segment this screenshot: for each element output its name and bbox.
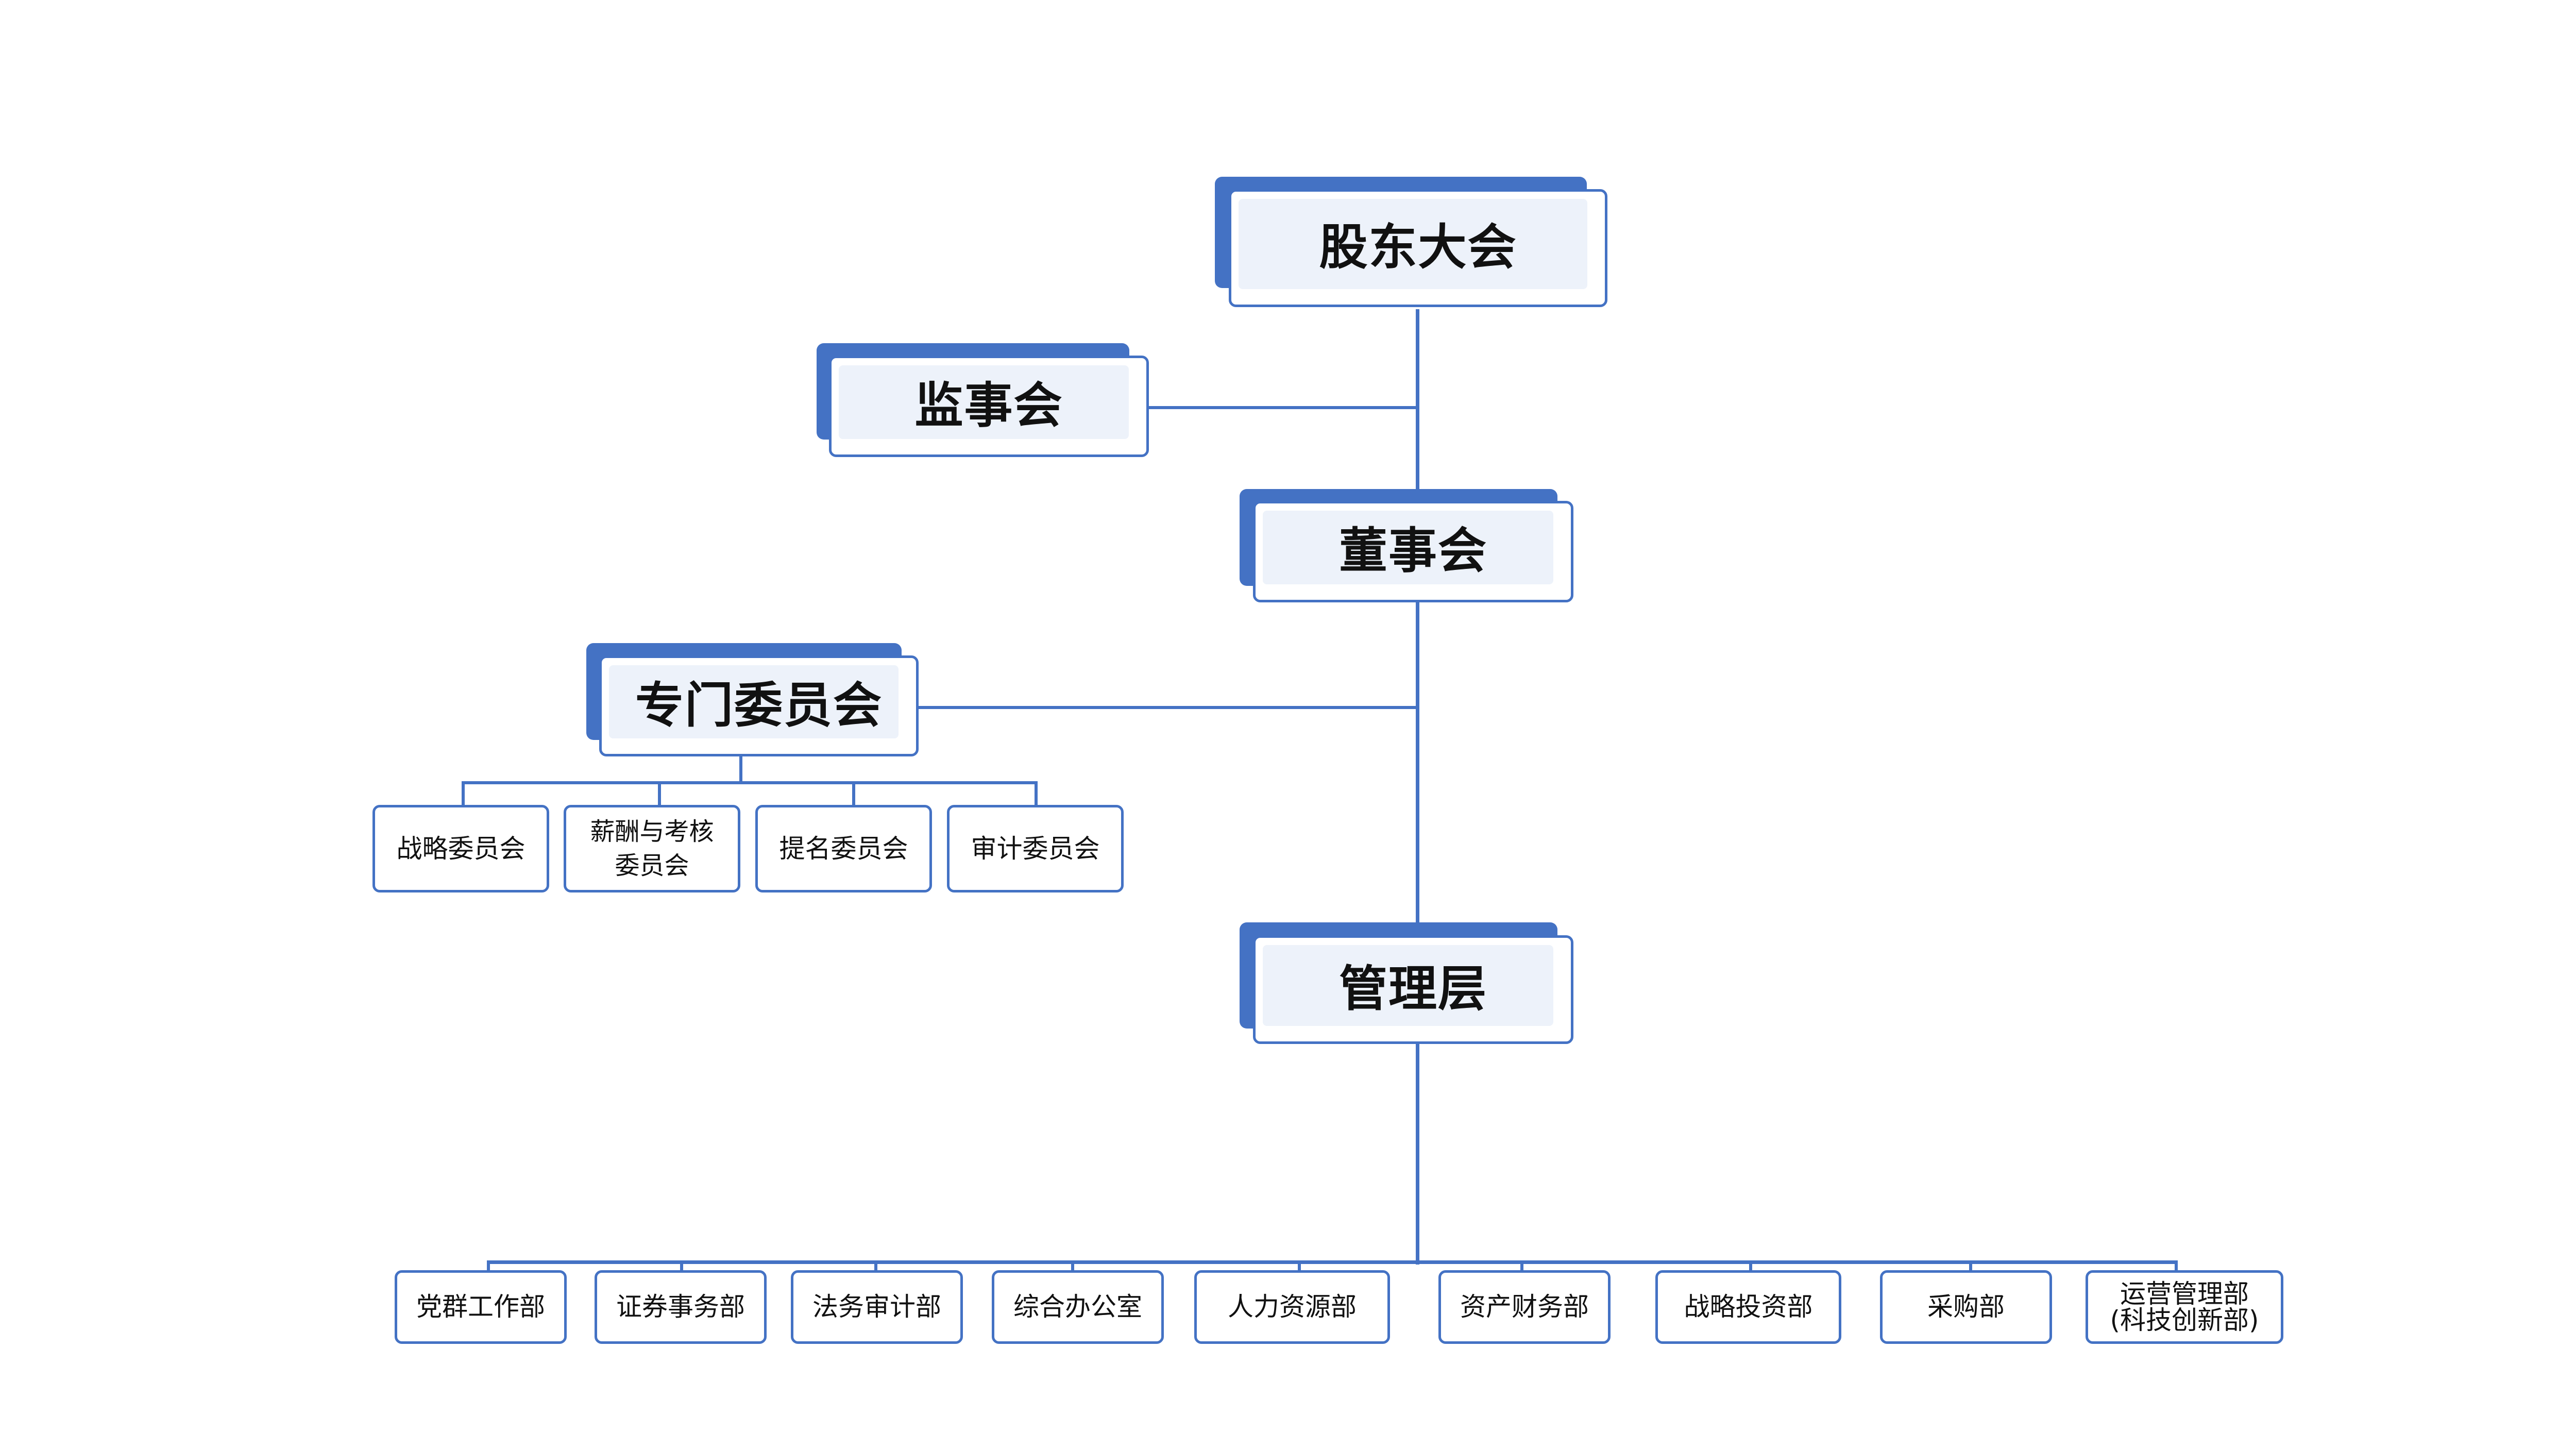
department-label-1: 党群工作部: [416, 1292, 545, 1322]
management-box: 管理层: [1253, 935, 1573, 1044]
connector-committee-drop-3: [852, 781, 855, 805]
department-box-3: 法务审计部: [791, 1270, 963, 1344]
department-box-8: 采购部: [1880, 1270, 2052, 1344]
board-box: 董事会: [1253, 501, 1573, 602]
connector-committee-drop-2: [658, 781, 661, 805]
committee-box: 专门委员会: [599, 655, 919, 756]
department-box-6: 资产财务部: [1438, 1270, 1611, 1344]
department-label-8: 采购部: [1927, 1292, 2005, 1322]
management-label: 管理层: [1338, 961, 1487, 1018]
shareholders-label: 股东大会: [1319, 220, 1517, 276]
supervisors-box: 监事会: [829, 356, 1149, 457]
department-box-4: 综合办公室: [992, 1270, 1164, 1344]
department-box-5: 人力资源部: [1194, 1270, 1390, 1344]
department-label-6: 资产财务部: [1460, 1292, 1589, 1322]
connector-committee-down: [739, 756, 742, 783]
board-label: 董事会: [1338, 523, 1487, 580]
committee-compensation-label: 薪酬与考核 委员会: [590, 817, 714, 880]
supervisors-label: 监事会: [914, 378, 1063, 434]
connector-committee-drop-4: [1035, 781, 1038, 805]
department-box-7: 战略投资部: [1655, 1270, 1841, 1344]
shareholders-box: 股东大会: [1229, 189, 1607, 307]
committee-strategy-label: 战略委员会: [396, 833, 526, 864]
committee-label: 专门委员会: [635, 677, 883, 734]
connector-committee: [918, 706, 1419, 709]
connector-department-bus: [487, 1260, 2178, 1264]
department-label-9: 运营管理部 (科技创新部): [2110, 1278, 2259, 1335]
department-box-9: 运营管理部 (科技创新部): [2086, 1270, 2283, 1344]
committee-audit-box: 审计委员会: [947, 805, 1124, 892]
committee-compensation-box: 薪酬与考核 委员会: [564, 805, 740, 892]
committee-nomination-label: 提名委员会: [779, 833, 908, 864]
committee-nomination-box: 提名委员会: [755, 805, 932, 892]
department-label-4: 综合办公室: [1013, 1292, 1142, 1322]
department-label-2: 证券事务部: [616, 1292, 745, 1322]
department-label-7: 战略投资部: [1684, 1292, 1813, 1322]
department-box-2: 证券事务部: [595, 1270, 767, 1344]
department-label-5: 人力资源部: [1228, 1292, 1357, 1322]
connector-committee-drop-1: [462, 781, 465, 805]
department-label-3: 法务审计部: [812, 1292, 941, 1322]
committee-audit-label: 审计委员会: [971, 833, 1100, 864]
committee-strategy-box: 战略委员会: [372, 805, 549, 892]
connector-committee-bus: [462, 781, 1038, 784]
connector-main-vertical: [1416, 309, 1419, 1265]
connector-supervisors: [1149, 406, 1419, 409]
department-box-1: 党群工作部: [395, 1270, 567, 1344]
